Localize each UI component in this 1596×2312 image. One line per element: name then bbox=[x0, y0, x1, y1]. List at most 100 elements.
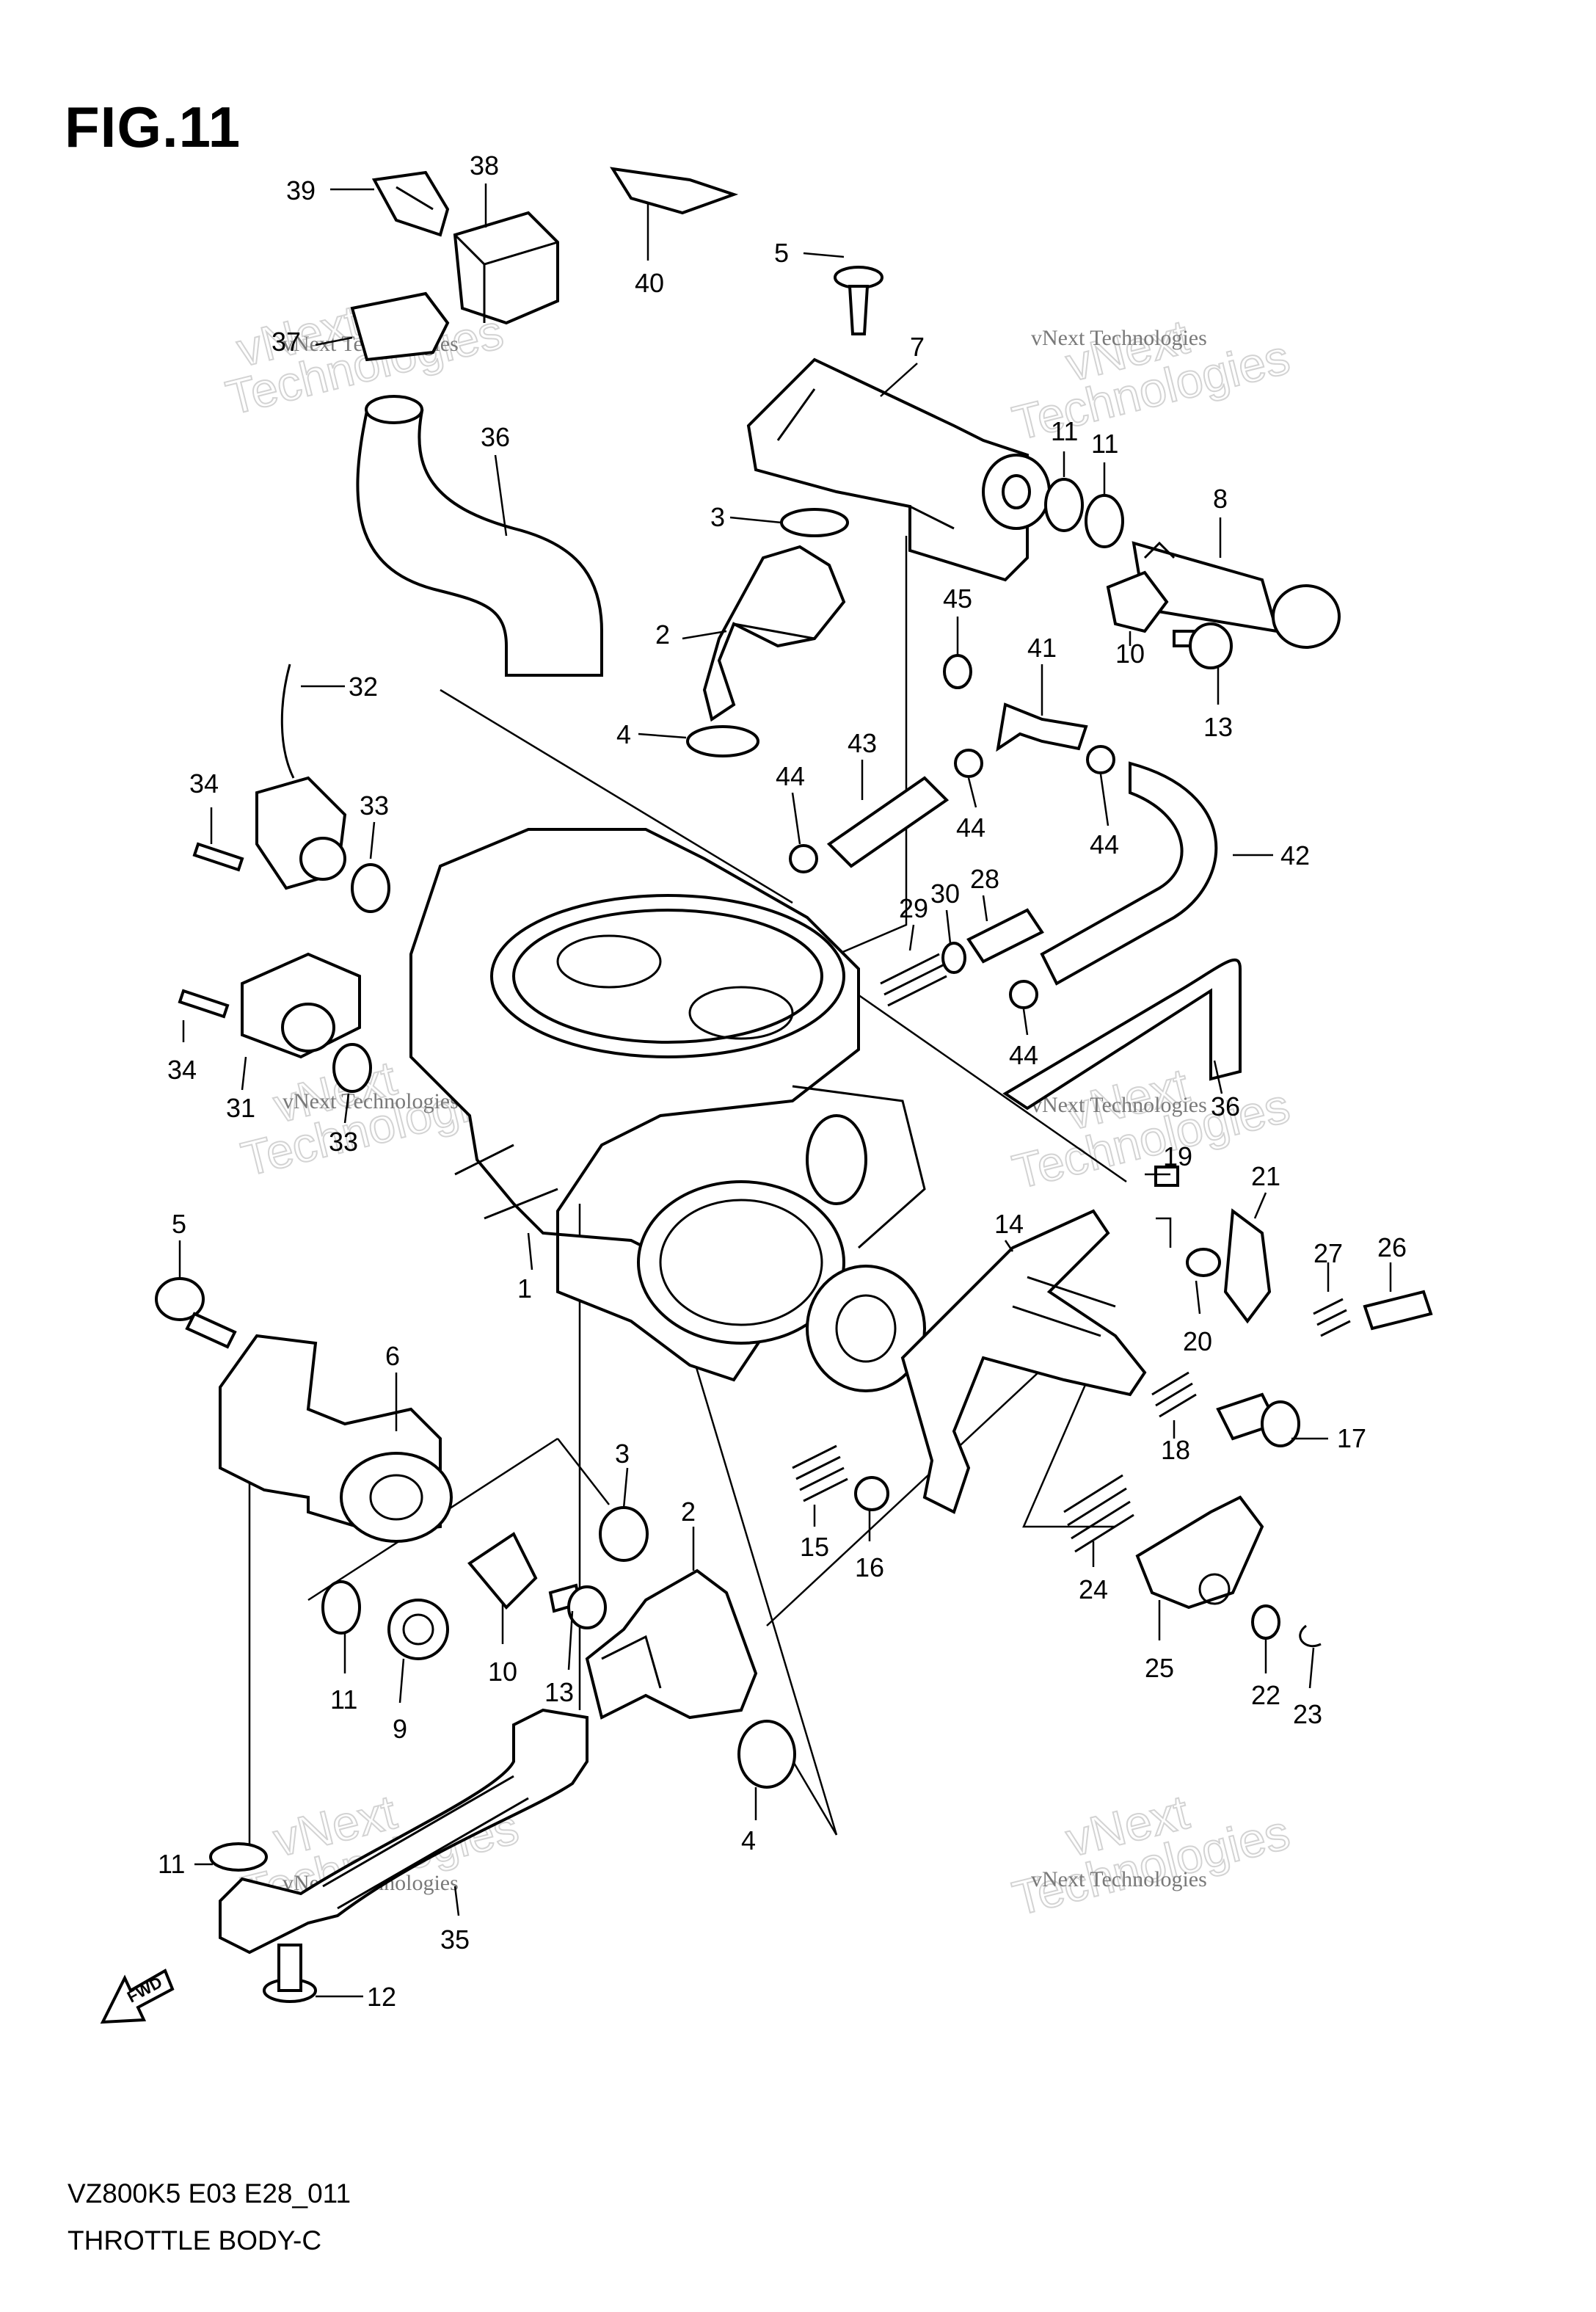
callout-43[interactable]: 43 bbox=[848, 728, 877, 758]
callout-37[interactable]: 37 bbox=[272, 327, 301, 357]
callout-44-a[interactable]: 44 bbox=[776, 761, 805, 791]
spring-29 bbox=[880, 953, 947, 1007]
hose-35 bbox=[219, 1708, 589, 1955]
callout-26[interactable]: 26 bbox=[1377, 1232, 1407, 1262]
callout-7[interactable]: 7 bbox=[910, 332, 925, 362]
clamp-40 bbox=[610, 167, 739, 215]
clip-44 bbox=[789, 745, 1115, 1009]
callout-40[interactable]: 40 bbox=[635, 268, 664, 298]
callout-1[interactable]: 1 bbox=[517, 1273, 532, 1304]
callout-19[interactable]: 19 bbox=[1163, 1141, 1192, 1171]
o-ring-33 bbox=[332, 863, 390, 1093]
callout-21[interactable]: 21 bbox=[1251, 1161, 1280, 1191]
callout-12[interactable]: 12 bbox=[367, 1982, 396, 2012]
spring-24 bbox=[1063, 1474, 1134, 1553]
callout-25[interactable]: 25 bbox=[1145, 1653, 1174, 1683]
spring-27 bbox=[1313, 1298, 1351, 1337]
callout-39[interactable]: 39 bbox=[286, 175, 316, 206]
callout-45[interactable]: 45 bbox=[943, 584, 972, 614]
o-ring-4-top bbox=[686, 725, 759, 757]
callout-44-d[interactable]: 44 bbox=[1009, 1040, 1038, 1070]
callout-2-top[interactable]: 2 bbox=[655, 619, 670, 650]
o-ring-30 bbox=[941, 942, 966, 974]
callout-13-top[interactable]: 13 bbox=[1203, 712, 1233, 742]
hose-36-mid bbox=[1002, 958, 1242, 1110]
watermark-text: vNext Technologies bbox=[1031, 326, 1207, 350]
bracket-10-lower bbox=[467, 1532, 538, 1610]
callout-11-bottom[interactable]: 11 bbox=[158, 1849, 185, 1879]
callout-29[interactable]: 29 bbox=[899, 893, 928, 923]
screw-26 bbox=[1363, 1290, 1433, 1331]
joint-41 bbox=[996, 702, 1088, 752]
callout-33-top[interactable]: 33 bbox=[360, 790, 389, 821]
hose-42 bbox=[1040, 761, 1218, 986]
hose-36-top bbox=[356, 395, 603, 677]
sensor-31 bbox=[241, 952, 361, 1059]
callout-17[interactable]: 17 bbox=[1337, 1423, 1366, 1453]
callout-32[interactable]: 32 bbox=[349, 672, 378, 702]
callout-2-lower[interactable]: 2 bbox=[681, 1497, 696, 1527]
callout-42[interactable]: 42 bbox=[1280, 840, 1310, 870]
callout-4-lower[interactable]: 4 bbox=[741, 1825, 756, 1855]
callout-44-c[interactable]: 44 bbox=[1090, 829, 1119, 859]
callout-13-lower[interactable]: 13 bbox=[544, 1677, 574, 1707]
forward-arrow-icon: FWD bbox=[100, 1969, 175, 2024]
o-ring-11-lower bbox=[209, 1580, 361, 1872]
o-rings-11-top bbox=[1044, 478, 1124, 548]
callout-31[interactable]: 31 bbox=[226, 1093, 255, 1123]
callout-11-lower[interactable]: 11 bbox=[330, 1684, 357, 1715]
callout-30[interactable]: 30 bbox=[930, 879, 960, 909]
spring-15 bbox=[792, 1444, 848, 1502]
cap-45 bbox=[943, 654, 972, 689]
callout-34-top[interactable]: 34 bbox=[189, 768, 219, 799]
callout-33-lower[interactable]: 33 bbox=[329, 1127, 358, 1157]
callout-6[interactable]: 6 bbox=[385, 1341, 400, 1371]
callout-3-top[interactable]: 3 bbox=[710, 502, 725, 532]
callout-10-top[interactable]: 10 bbox=[1115, 639, 1145, 669]
bracket-10-top bbox=[1106, 570, 1169, 633]
callout-14[interactable]: 14 bbox=[994, 1209, 1024, 1239]
callout-8[interactable]: 8 bbox=[1213, 484, 1228, 514]
callout-44-b[interactable]: 44 bbox=[956, 813, 985, 843]
callout-10-lower[interactable]: 10 bbox=[488, 1657, 517, 1687]
callout-35[interactable]: 35 bbox=[440, 1924, 470, 1955]
callout-18[interactable]: 18 bbox=[1161, 1435, 1190, 1465]
callout-20[interactable]: 20 bbox=[1183, 1326, 1212, 1356]
callout-41[interactable]: 41 bbox=[1027, 633, 1057, 663]
callout-15[interactable]: 15 bbox=[800, 1532, 829, 1562]
watermark-text: vNext Technologies bbox=[1031, 1867, 1207, 1891]
callout-5-top[interactable]: 5 bbox=[774, 238, 789, 268]
injector-2-top bbox=[702, 545, 846, 722]
callout-36-top[interactable]: 36 bbox=[481, 422, 510, 452]
callout-28[interactable]: 28 bbox=[970, 864, 999, 894]
callout-lines bbox=[178, 183, 1392, 1998]
fuel-pipe-7 bbox=[746, 357, 1051, 582]
callout-38[interactable]: 38 bbox=[470, 150, 499, 181]
callout-5-lower[interactable]: 5 bbox=[172, 1209, 186, 1239]
callout-24[interactable]: 24 bbox=[1079, 1574, 1108, 1604]
bolt-34 bbox=[178, 842, 244, 1019]
injector-2-lower bbox=[585, 1568, 758, 1720]
figure-title: FIG.11 bbox=[65, 95, 241, 159]
model-code: VZ800K5 E03 E28_011 bbox=[68, 2178, 351, 2209]
callout-36-mid[interactable]: 36 bbox=[1211, 1091, 1240, 1122]
screw-28 bbox=[966, 908, 1044, 964]
callout-9[interactable]: 9 bbox=[393, 1714, 407, 1744]
callout-numbers[interactable]: 39 38 40 37 36 5 7 11 11 8 10 13 3 2 4 4… bbox=[158, 150, 1407, 2012]
callout-4-top[interactable]: 4 bbox=[616, 719, 631, 749]
washer-22 bbox=[1251, 1604, 1280, 1640]
callout-34-lower[interactable]: 34 bbox=[167, 1055, 197, 1085]
callout-22[interactable]: 22 bbox=[1251, 1680, 1280, 1710]
circlip-23 bbox=[1299, 1624, 1322, 1648]
callout-11-top-b[interactable]: 11 bbox=[1091, 429, 1118, 459]
callout-16[interactable]: 16 bbox=[855, 1552, 884, 1582]
screw-13-lower bbox=[548, 1583, 607, 1629]
callout-3-lower[interactable]: 3 bbox=[615, 1439, 630, 1469]
callout-23[interactable]: 23 bbox=[1293, 1699, 1322, 1729]
lever-25 bbox=[1135, 1495, 1264, 1610]
callout-11-top-a[interactable]: 11 bbox=[1051, 416, 1078, 446]
o-ring-3-lower bbox=[599, 1506, 649, 1562]
callout-27[interactable]: 27 bbox=[1313, 1238, 1343, 1268]
sensor-37 bbox=[350, 291, 450, 362]
